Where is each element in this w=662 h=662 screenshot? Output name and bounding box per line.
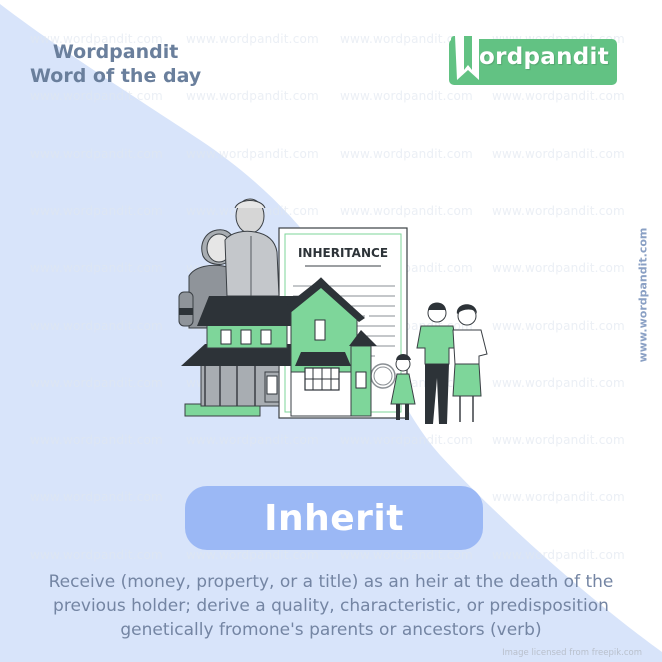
inheritance-illustration: INHERITANCE — [178, 198, 488, 424]
definition-line: genetically fromone's parents or ancesto… — [120, 620, 542, 640]
word-definition: Receive (money, property, or a title) as… — [20, 570, 642, 642]
definition-line: Receive (money, property, or a title) as… — [48, 572, 614, 592]
image-credit: Image licensed from freepik.com — [502, 648, 642, 658]
brand-title: Wordpandit — [52, 41, 179, 63]
side-url-watermark: www.wordpandit.com — [636, 227, 650, 363]
definition-line: previous holder; derive a quality, chara… — [53, 596, 609, 616]
word-pill: Inherit — [185, 486, 483, 550]
young-family-figure — [390, 302, 488, 424]
wordpandit-logo: ordpandit — [449, 36, 617, 85]
bookmark-w-icon — [455, 36, 479, 80]
word-of-the-day: Inherit — [264, 497, 404, 539]
brand-header: Wordpandit Word of the day — [30, 40, 201, 88]
logo-text: ordpandit — [479, 44, 610, 70]
house-icon — [181, 277, 377, 417]
svg-text:INHERITANCE: INHERITANCE — [298, 246, 388, 260]
brand-subtitle: Word of the day — [30, 65, 202, 87]
